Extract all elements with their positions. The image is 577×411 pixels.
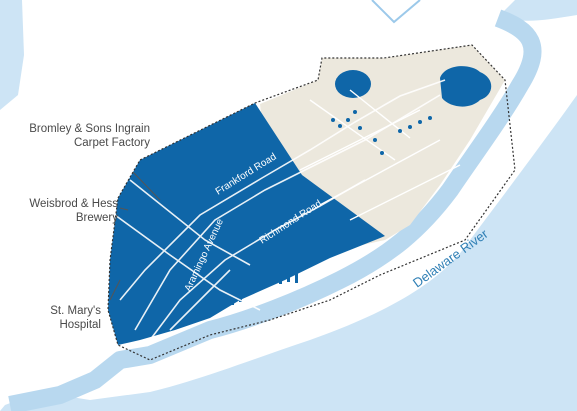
roads (114, 79, 446, 341)
stmarys-line2: Hospital (59, 319, 101, 331)
stmarys-label: St. Mary's Hospital (18, 304, 101, 332)
pond-right (440, 66, 492, 107)
pond-left (335, 70, 371, 98)
weisbrod-line1: Weisbrod & Hess (29, 198, 118, 210)
site-markers (331, 110, 432, 155)
weisbrod-label: Weisbrod & Hess Brewery (2, 197, 118, 225)
water-top-left (0, 0, 24, 110)
stmarys-line1: St. Mary's (50, 305, 101, 317)
bromley-line2: Carpet Factory (73, 137, 150, 149)
bromley-line1: Bromley & Sons Ingrain (29, 123, 150, 135)
bromley-label: Bromley & Sons Ingrain Carpet Factory (4, 122, 150, 150)
chevron-shape (371, 0, 421, 24)
highlight-area (108, 103, 385, 345)
weisbrod-line2: Brewery (75, 212, 118, 224)
leader-lines (109, 171, 161, 301)
roads-land (299, 89, 461, 221)
river-bank (8, 9, 542, 411)
district-boundary (107, 44, 516, 361)
